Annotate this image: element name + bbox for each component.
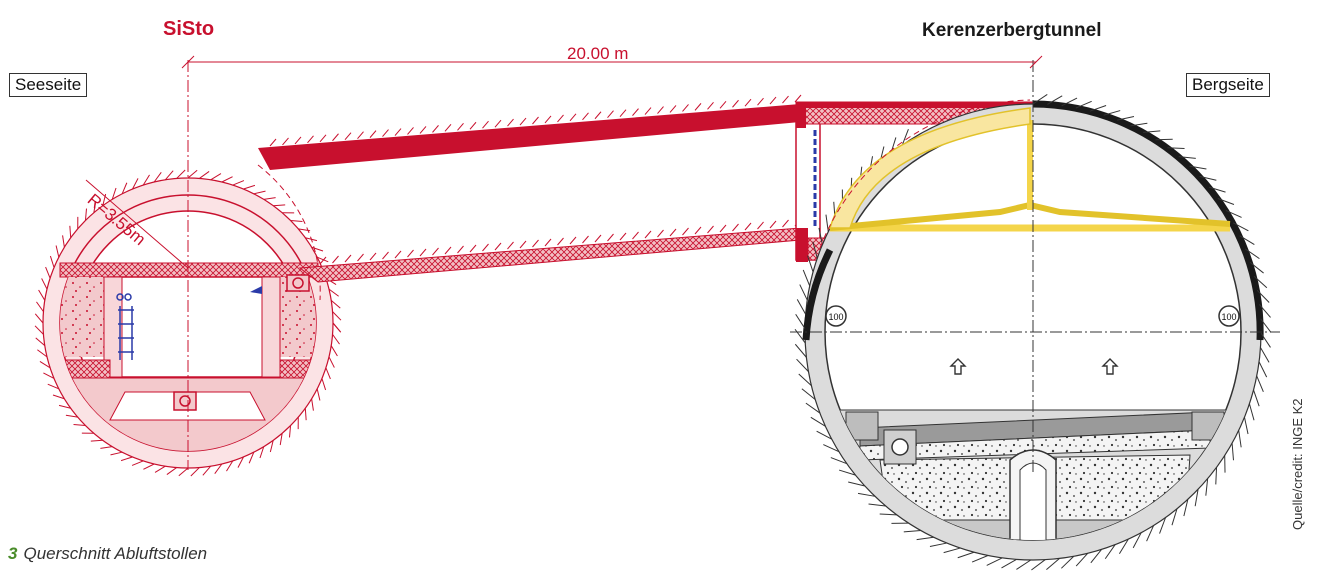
figure-caption: 3 Querschnitt Abluftstollen	[8, 544, 207, 564]
caption-text: Querschnitt Abluftstollen	[23, 544, 207, 563]
sisto-tunnel	[35, 60, 341, 476]
kerenzerberg-tunnel: 100 100	[790, 60, 1280, 570]
seeseite-label: Seeseite	[9, 73, 87, 97]
kerenzerbergtunnel-label: Kerenzerbergtunnel	[922, 20, 1101, 42]
speed-right-text: 100	[1221, 312, 1236, 322]
dimension-label: 20.00 m	[567, 44, 628, 64]
sisto-label: SiSto	[163, 18, 214, 41]
speed-left-text: 100	[828, 312, 843, 322]
credit-text: Quelle/credit: INGE K2	[1290, 399, 1305, 531]
bergseite-label: Bergseite	[1186, 73, 1270, 97]
caption-number: 3	[8, 544, 17, 563]
